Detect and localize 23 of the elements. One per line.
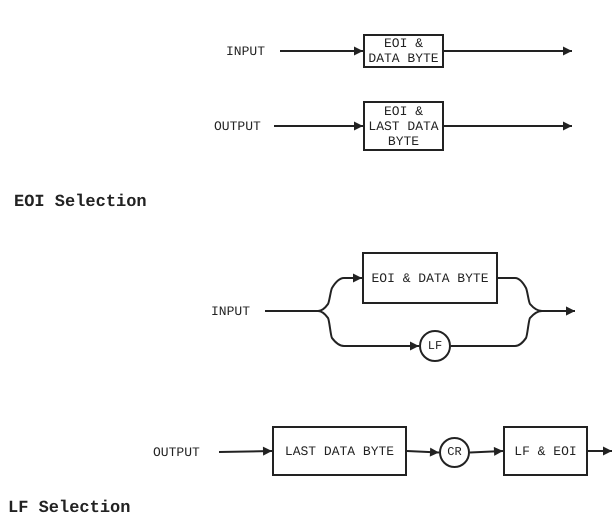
process-box: LAST DATA BYTE	[272, 426, 407, 476]
arrow	[470, 446, 504, 456]
process-box: EOI & DATA BYTE	[363, 34, 444, 68]
process-box: EOI & DATA BYTE	[362, 252, 498, 304]
process-box: EOI & LAST DATA BYTE	[363, 101, 444, 151]
arrow	[218, 446, 272, 456]
terminal-label: OUTPUT	[153, 444, 217, 460]
section-heading: EOI Selection	[14, 193, 147, 212]
arrow	[588, 446, 612, 456]
terminal-label: INPUT	[211, 303, 263, 319]
arrow	[265, 310, 419, 350]
arrow	[280, 46, 363, 56]
character-circle: LF	[419, 330, 451, 362]
terminal-label: OUTPUT	[214, 118, 272, 134]
process-box: LF & EOI	[503, 426, 588, 476]
arrow	[406, 448, 440, 457]
arrow	[451, 306, 575, 347]
arrow	[444, 122, 572, 130]
arrow	[274, 122, 363, 130]
section-heading: LF Selection	[8, 499, 130, 518]
arrow	[444, 46, 572, 56]
character-circle: CR	[439, 437, 470, 468]
terminal-label: INPUT	[226, 43, 278, 59]
